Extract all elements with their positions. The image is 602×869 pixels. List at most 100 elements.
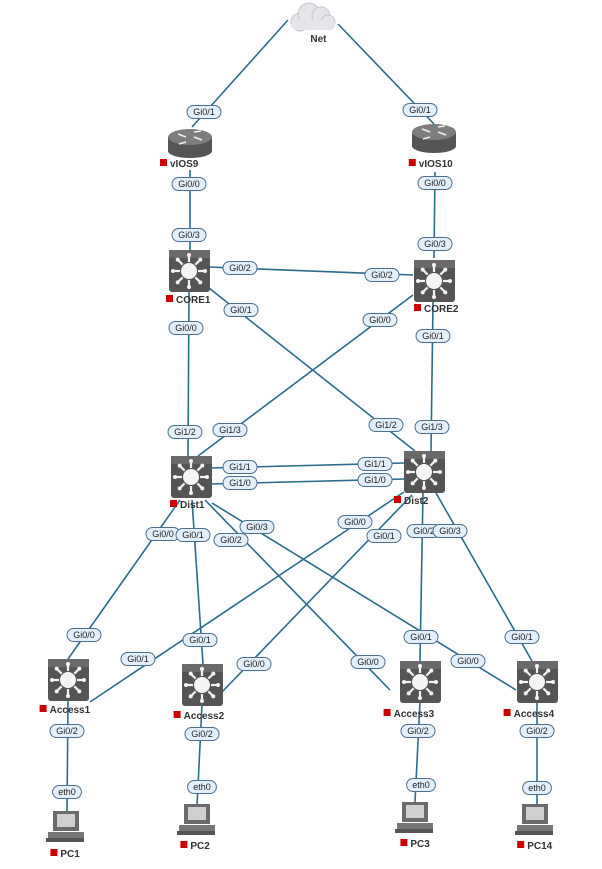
interface-label: Gi1/0 [222, 476, 258, 490]
interface-name: Gi0/1 [193, 107, 215, 117]
interface-label: Gi0/1 [402, 103, 438, 117]
interface-name: Gi1/1 [229, 462, 251, 472]
status-stopped-icon [50, 849, 58, 856]
interface-name: Gi0/1 [182, 530, 204, 540]
status-stopped-icon [160, 159, 167, 166]
interface-label: Gi0/2 [222, 261, 258, 275]
node-pc3[interactable]: PC3 [395, 802, 433, 850]
interface-name: Gi0/3 [178, 230, 200, 240]
interface-name: Gi1/3 [219, 425, 241, 435]
interface-label: Gi0/1 [175, 528, 211, 542]
node-vios9[interactable]: vIOS9 [160, 129, 212, 170]
node-vios10[interactable]: vIOS10 [408, 124, 456, 170]
node-dist1[interactable]: Dist1 [170, 456, 212, 511]
interface-name: Gi1/2 [174, 427, 196, 437]
interface-name: Gi0/3 [246, 522, 268, 532]
switch-icon [404, 451, 445, 493]
node-name: PC1 [60, 849, 80, 860]
status-stopped-icon [39, 705, 47, 712]
interface-name: Gi0/0 [73, 630, 95, 640]
router-icon [168, 129, 212, 158]
status-stopped-icon [173, 711, 181, 718]
interface-label: Gi1/1 [222, 460, 258, 474]
status-stopped-icon [503, 709, 511, 716]
interface-label: Gi0/1 [120, 652, 156, 666]
node-name: vIOS10 [419, 159, 453, 170]
interface-label: Gi0/1 [403, 630, 439, 644]
node-dist2[interactable]: Dist2 [394, 451, 445, 507]
interface-name: Gi0/3 [439, 526, 461, 536]
node-access3[interactable]: Access3 [383, 661, 441, 720]
interface-label: eth0 [522, 781, 552, 795]
node-pc14[interactable]: PC14 [515, 804, 553, 852]
switch-icon [517, 661, 558, 703]
status-stopped-icon [180, 841, 188, 848]
node-pc1[interactable]: PC1 [46, 811, 84, 860]
status-stopped-icon [400, 839, 408, 846]
interface-label: Gi1/3 [414, 420, 450, 434]
router-icon [412, 124, 456, 153]
interface-label: Gi0/0 [145, 527, 181, 541]
interface-label: Gi0/3 [239, 520, 275, 534]
pc-icon [515, 804, 553, 835]
node-name: vIOS9 [170, 159, 199, 170]
node-access2[interactable]: Access2 [173, 664, 225, 722]
status-stopped-icon [170, 500, 177, 507]
interface-label: eth0 [187, 780, 217, 794]
interface-name: Gi1/1 [364, 459, 386, 469]
interface-name: Gi0/3 [424, 239, 446, 249]
interface-label: Gi0/0 [417, 176, 453, 190]
node-name: Access4 [514, 709, 555, 720]
interface-name: Gi0/0 [152, 529, 174, 539]
interface-label: Gi1/2 [368, 418, 404, 432]
interface-name: Gi0/0 [178, 179, 200, 189]
interface-name: Gi0/2 [56, 726, 78, 736]
node-name: CORE1 [176, 295, 211, 306]
interface-label: Gi0/0 [66, 628, 102, 642]
pc-icon [177, 804, 215, 835]
interface-label: Gi0/1 [223, 303, 259, 317]
interface-name: Gi0/0 [357, 657, 379, 667]
interface-name: eth0 [193, 782, 211, 792]
status-stopped-icon [408, 159, 416, 166]
node-pc2[interactable]: PC2 [177, 804, 215, 852]
interface-label: eth0 [52, 785, 82, 799]
interface-name: eth0 [412, 780, 430, 790]
interface-name: Gi0/0 [457, 656, 479, 666]
interface-name: Gi0/2 [191, 729, 213, 739]
switch-icon [169, 250, 210, 292]
interface-name: Gi1/3 [421, 422, 443, 432]
node-name: Access2 [184, 711, 225, 722]
node-name: Access3 [394, 709, 435, 720]
interface-label: Gi0/1 [182, 633, 218, 647]
interface-label: Gi0/0 [350, 655, 386, 669]
node-net[interactable]: Net [290, 2, 336, 45]
interface-name: Gi0/0 [369, 315, 391, 325]
switch-icon [171, 456, 212, 498]
interface-label: Gi0/0 [236, 657, 272, 671]
interface-name: Gi0/1 [127, 654, 149, 664]
interface-name: Gi0/1 [189, 635, 211, 645]
cloud-icon [290, 2, 336, 32]
node-core2[interactable]: CORE2 [414, 260, 459, 315]
interface-label: Gi0/0 [362, 313, 398, 327]
interface-name: Gi0/0 [344, 517, 366, 527]
node-core1[interactable]: CORE1 [166, 250, 211, 306]
node-access1[interactable]: Access1 [39, 659, 91, 716]
node-name: Net [310, 34, 327, 45]
interface-name: eth0 [528, 783, 546, 793]
interface-label: Gi0/2 [184, 727, 220, 741]
pc-icon [395, 802, 433, 833]
status-stopped-icon [517, 841, 525, 848]
interface-label: Gi0/2 [49, 724, 85, 738]
node-access4[interactable]: Access4 [503, 661, 558, 720]
node-name: PC3 [410, 839, 430, 850]
interface-label: Gi0/3 [417, 237, 453, 251]
pc-icon [46, 811, 84, 842]
interface-name: Gi0/2 [229, 263, 251, 273]
switch-icon [414, 260, 455, 302]
interface-label: Gi0/0 [171, 177, 207, 191]
status-stopped-icon [166, 295, 173, 302]
